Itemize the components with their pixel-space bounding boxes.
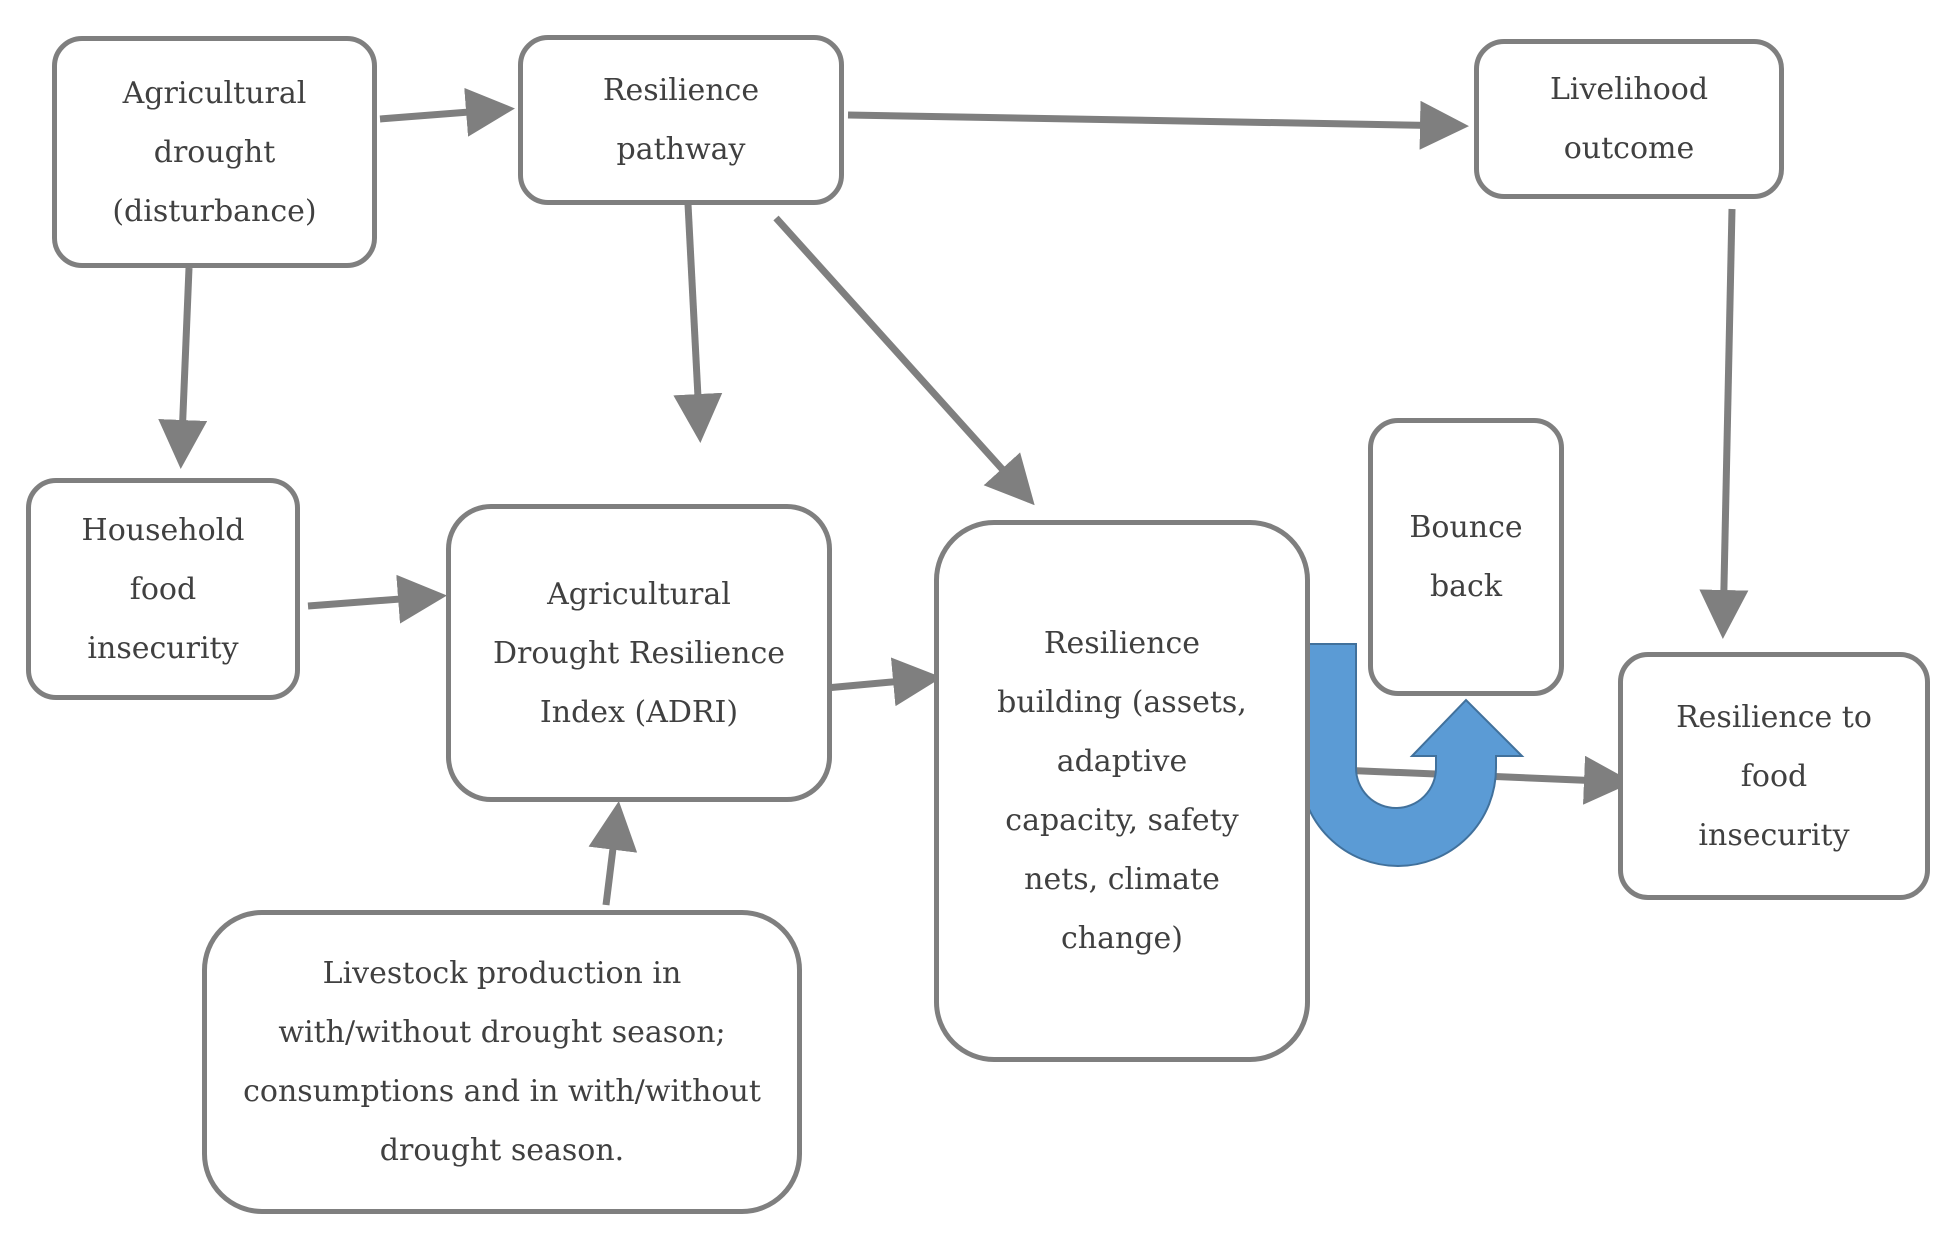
arrow-pathway-to-building xyxy=(773,215,1035,506)
arrow-drought-to-pathway xyxy=(379,87,515,137)
arrow-pathway-to-livelihood xyxy=(847,100,1469,150)
arrow-household-to-adri xyxy=(307,574,447,624)
arrow-livestock-to-adri xyxy=(588,801,638,906)
u-turn-up-arrow-icon xyxy=(1299,643,1525,867)
arrow-livelihood-to-food-resilience xyxy=(1699,208,1749,639)
arrow-pathway-to-adri xyxy=(673,203,723,443)
arrow-drought-to-household xyxy=(158,267,208,469)
arrow-adri-to-building xyxy=(825,657,942,707)
